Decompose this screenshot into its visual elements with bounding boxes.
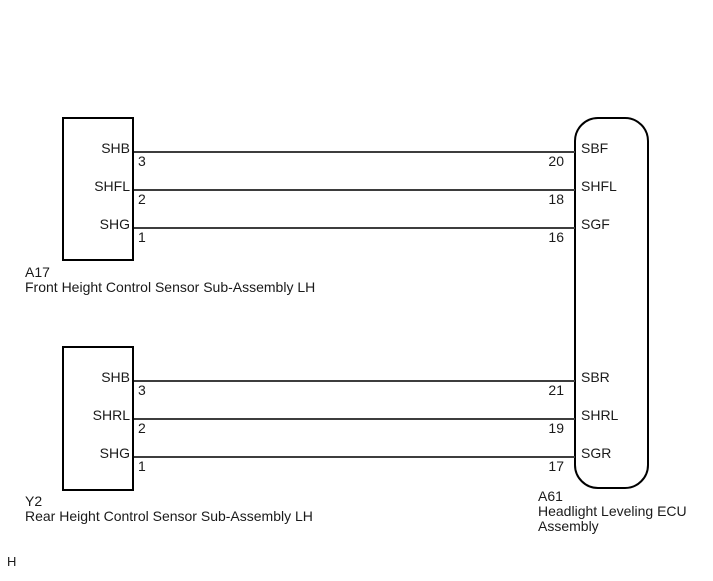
pin-number-ecu-18: 18 bbox=[548, 191, 564, 207]
pin-number-ecu-17: 17 bbox=[548, 458, 564, 474]
pin-name-ecu-shrl: SHRL bbox=[581, 407, 619, 423]
wire-shrl bbox=[134, 418, 575, 420]
ecu-label-line1: Headlight Leveling ECU bbox=[538, 503, 687, 519]
pin-name-ecu-sbf: SBF bbox=[581, 140, 609, 156]
pin-name-ecu-shfl: SHFL bbox=[581, 178, 617, 194]
pin-number-ecu-16: 16 bbox=[548, 229, 564, 245]
pin-name-rear-shrl: SHRL bbox=[92, 407, 130, 423]
pin-name-ecu-sgr: SGR bbox=[581, 445, 612, 461]
pin-name-front-shg: SHG bbox=[99, 216, 130, 232]
pin-number-front-3: 3 bbox=[138, 153, 146, 169]
wire-shb-front bbox=[134, 151, 575, 153]
wire-shg-front bbox=[134, 227, 575, 229]
pin-number-ecu-21: 21 bbox=[548, 382, 564, 398]
pin-name-ecu-sbr: SBR bbox=[581, 369, 610, 385]
rear-sensor-code: Y2 bbox=[25, 493, 43, 509]
pin-number-rear-1: 1 bbox=[138, 458, 146, 474]
wire-shg-rear bbox=[134, 456, 575, 458]
ecu-connector-box bbox=[574, 117, 649, 489]
pin-number-front-2: 2 bbox=[138, 191, 146, 207]
pin-number-ecu-19: 19 bbox=[548, 420, 564, 436]
pin-number-front-1: 1 bbox=[138, 229, 146, 245]
rear-sensor-label: Rear Height Control Sensor Sub-Assembly … bbox=[25, 508, 313, 524]
pin-number-rear-3: 3 bbox=[138, 382, 146, 398]
pin-name-rear-shg: SHG bbox=[99, 445, 130, 461]
ecu-code: A61 bbox=[538, 488, 563, 504]
wire-shfl bbox=[134, 189, 575, 191]
wire-shb-rear bbox=[134, 380, 575, 382]
pin-number-ecu-20: 20 bbox=[548, 153, 564, 169]
front-sensor-code: A17 bbox=[25, 264, 50, 280]
ecu-label-line2: Assembly bbox=[538, 518, 599, 534]
pin-name-front-shb: SHB bbox=[101, 140, 130, 156]
pin-name-ecu-sgf: SGF bbox=[581, 216, 610, 232]
pin-name-rear-shb: SHB bbox=[101, 369, 130, 385]
front-sensor-connector-box bbox=[62, 117, 134, 261]
footer-mark: H bbox=[7, 554, 17, 569]
pin-number-rear-2: 2 bbox=[138, 420, 146, 436]
front-sensor-label: Front Height Control Sensor Sub-Assembly… bbox=[25, 279, 316, 295]
pin-name-front-shfl: SHFL bbox=[94, 178, 130, 194]
rear-sensor-connector-box bbox=[62, 346, 134, 491]
